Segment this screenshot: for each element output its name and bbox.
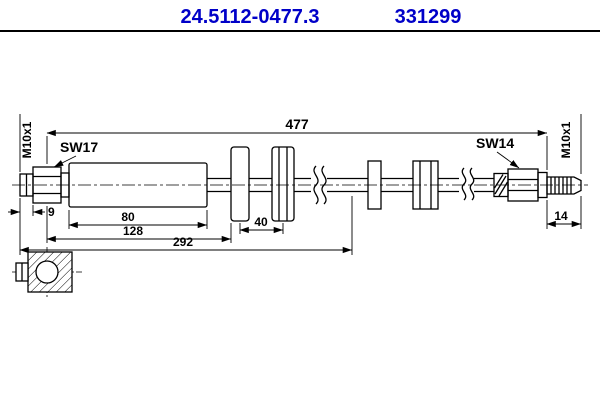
crimp-ferrule: [493, 172, 509, 198]
dim-fixed-section-label: 292: [173, 235, 193, 249]
left-thread-label: M10x1: [20, 121, 34, 158]
dim-first-bracket-offset-label: 128: [123, 224, 143, 238]
mounting-grommet-2: [271, 146, 295, 222]
hose-collar-ring: [367, 160, 382, 210]
hose-break-symbol-2: [461, 167, 475, 201]
left-end-fitting: [19, 166, 70, 204]
part-number: 24.5112-0477.3: [180, 6, 319, 28]
dim-right-thread-length: [546, 196, 582, 229]
left-hex-label: SW17: [60, 139, 98, 155]
male-thread-end: [546, 176, 582, 195]
right-hex-leader: [496, 151, 520, 169]
mounting-grommet-1: [230, 146, 250, 222]
dim-overall-length-label: 477: [285, 116, 309, 132]
right-thread-label: M10x1: [559, 121, 573, 158]
dim-bracket-gap: [239, 223, 284, 234]
dim-right-thread-length-label: 14: [554, 209, 568, 223]
detail-bore: [35, 260, 59, 284]
protective-sleeve: [68, 162, 208, 208]
dim-bracket-gap-label: 40: [254, 215, 268, 229]
left-hex-leader: [53, 155, 77, 168]
dim-sleeve-length: [68, 210, 208, 229]
detail-fitting-plug: [15, 262, 29, 282]
dim-first-bracket-offset: [46, 206, 232, 243]
catalog-number: 331299: [395, 6, 462, 28]
dim-sleeve-length-label: 80: [121, 210, 135, 224]
dim-fixed-section: [19, 196, 353, 255]
cross-section-detail: [12, 247, 82, 297]
right-hex-label: SW14: [476, 135, 514, 151]
dim-thread-depth-label: 9: [48, 205, 55, 219]
dim-overall-length: [46, 129, 548, 170]
hose-break-symbol-1: [313, 165, 327, 205]
bracket-block: [412, 160, 439, 210]
dim-thread-depth: [8, 205, 45, 216]
hose-tube: [207, 177, 494, 193]
